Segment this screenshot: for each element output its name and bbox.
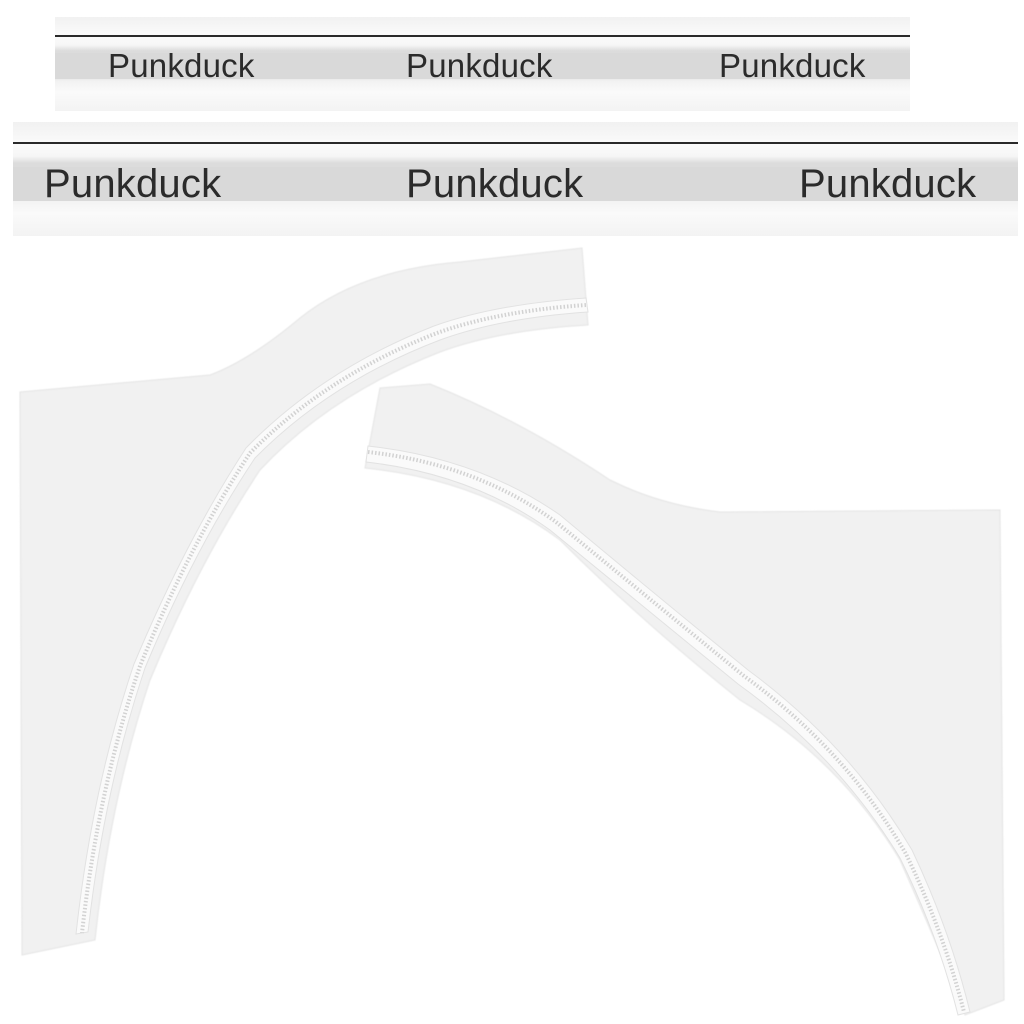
waistband-stripe (13, 167, 1018, 201)
waistband-logo-text: Punkduck (719, 47, 866, 84)
fabric-panel-right-stitch (367, 450, 966, 1013)
waistband-rule (13, 142, 1018, 144)
waistband-logo-text: Punkduck (108, 47, 255, 84)
fabric-panel-left (19, 247, 589, 956)
fabric-panel-right (364, 383, 1005, 1016)
fabric-panel-left-hem (75, 297, 589, 935)
fabric-panel-left-stitch (80, 303, 587, 934)
waistband-rule (55, 35, 910, 37)
fabric-panel-right-body (364, 383, 1005, 1016)
waistband-logo-text: Punkduck (799, 162, 977, 206)
waistband-strip-top: Punkduck Punkduck Punkduck (55, 17, 910, 111)
waistband-logo-text: Punkduck (44, 162, 222, 206)
waistband-strip-bottom: Punkduck Punkduck Punkduck (13, 122, 1018, 236)
waistband-stripe (55, 53, 910, 79)
fabric-panel-left-body (19, 247, 589, 956)
fabric-panel-right-hem (365, 445, 971, 1016)
waistband-logo-text: Punkduck (406, 47, 553, 84)
waistband-logo-text: Punkduck (406, 162, 584, 206)
